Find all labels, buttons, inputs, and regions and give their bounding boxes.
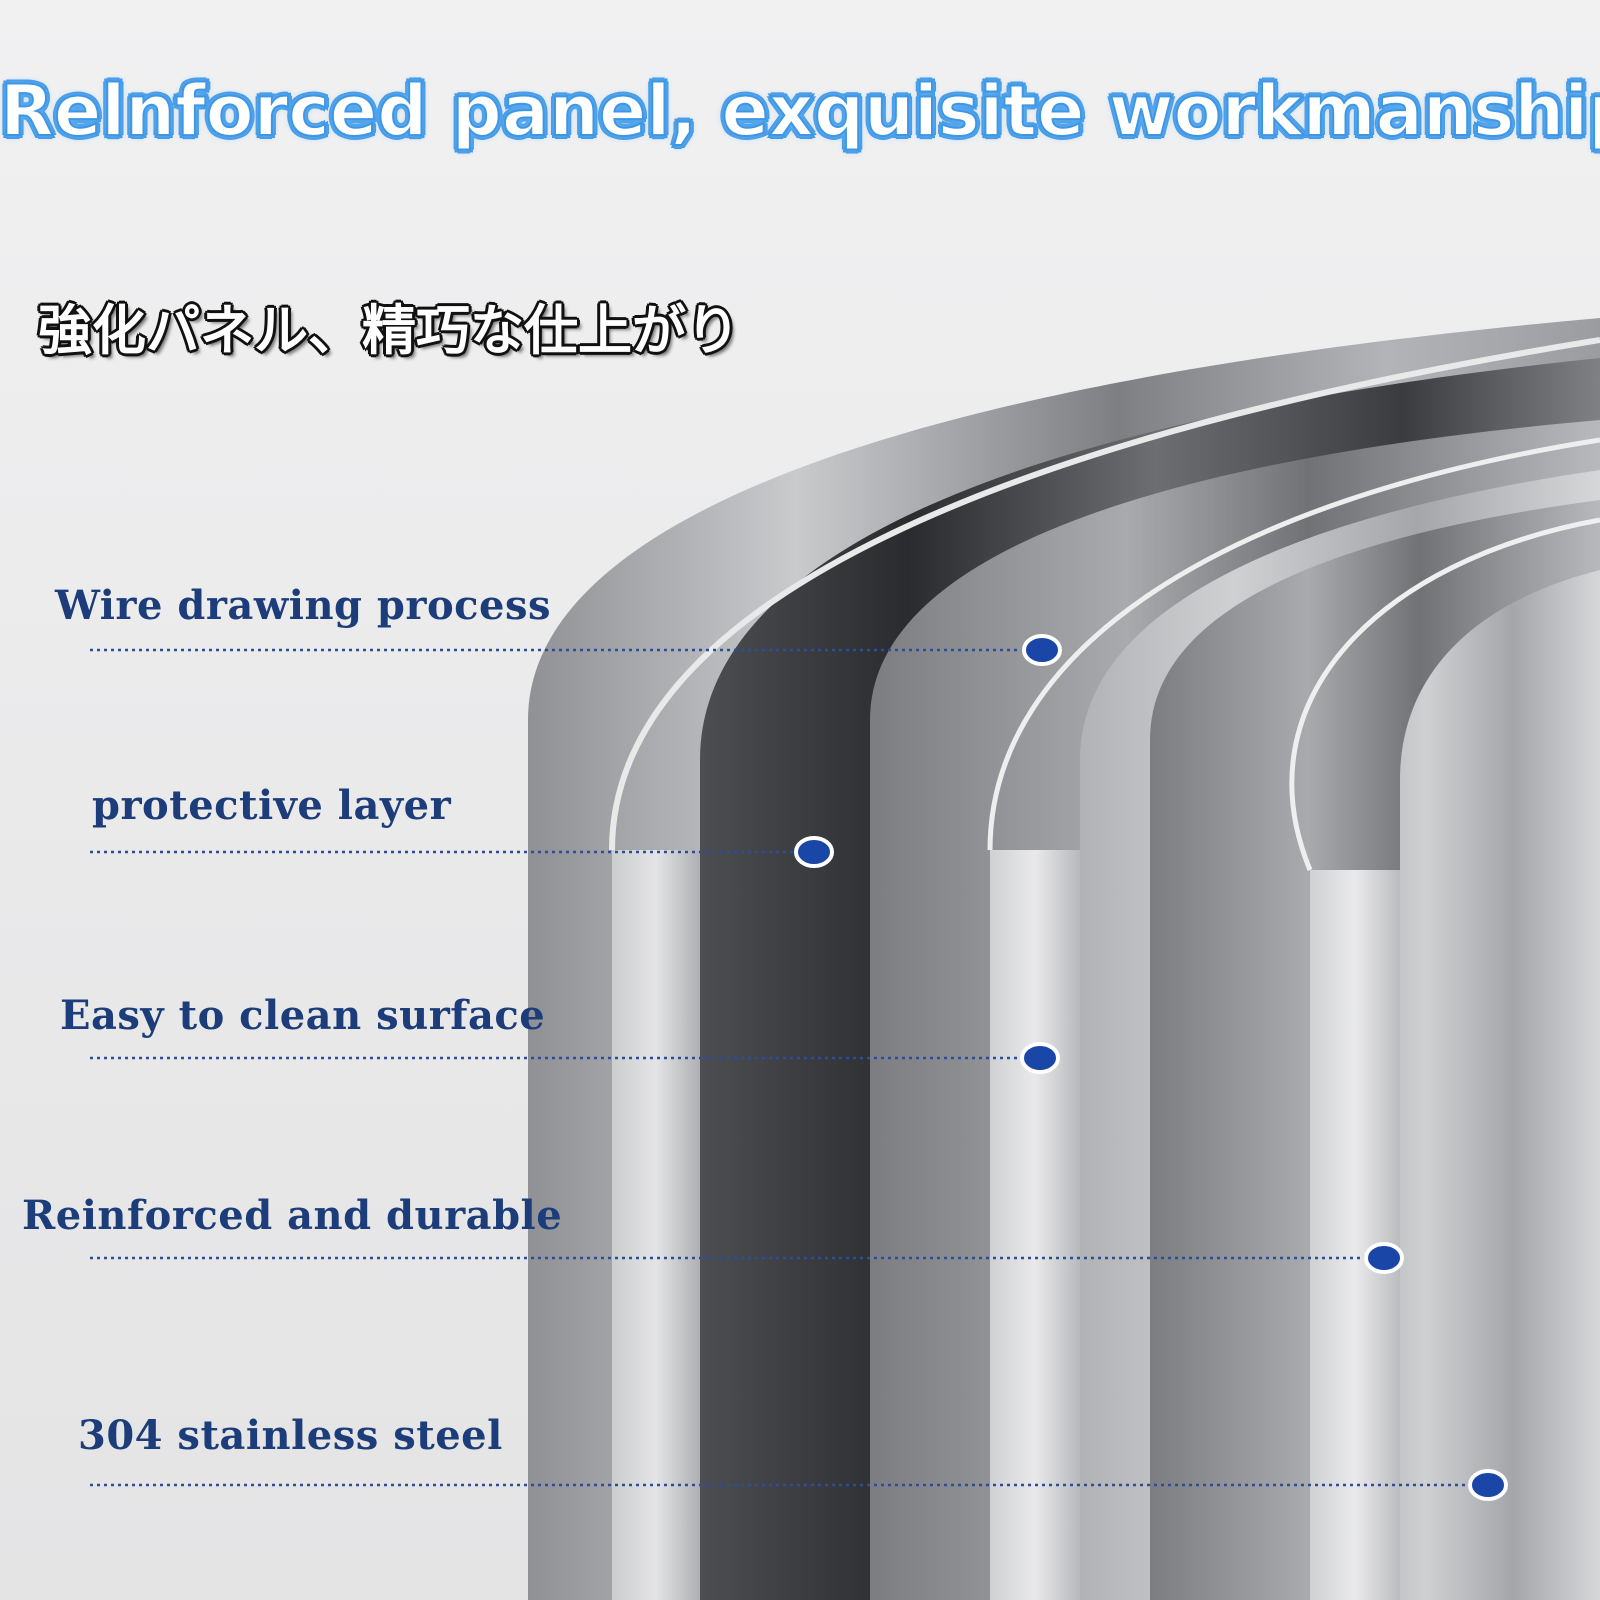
callout-dot-2 (794, 836, 834, 868)
feature-label-reinforced: Reinforced and durable (22, 1192, 563, 1239)
feature-label-304-steel: 304 stainless steel (78, 1412, 503, 1459)
fold-edge-1 (612, 850, 700, 1600)
headline: Relnforced panel, exquisite workmanship (0, 69, 1600, 153)
feature-label-wire-drawing: Wire drawing process (55, 582, 551, 629)
callout-dot-1 (1022, 634, 1062, 666)
fold-edge-2 (990, 850, 1080, 1600)
japanese-subtitle: 強化パネル、精巧な仕上がり (38, 299, 740, 362)
feature-label-protective-layer: protective layer (92, 782, 452, 829)
fold-edge-3 (1310, 870, 1400, 1600)
callout-dot-5 (1468, 1469, 1508, 1501)
panel-layer-mid-rim (987, 437, 1600, 851)
panel-layer-dark-rim (609, 337, 1600, 851)
feature-label-easy-clean: Easy to clean surface (60, 992, 546, 1039)
panel-layer-inner-rim (1289, 517, 1600, 871)
callout-dot-3 (1020, 1042, 1060, 1074)
callout-dot-4 (1364, 1242, 1404, 1274)
